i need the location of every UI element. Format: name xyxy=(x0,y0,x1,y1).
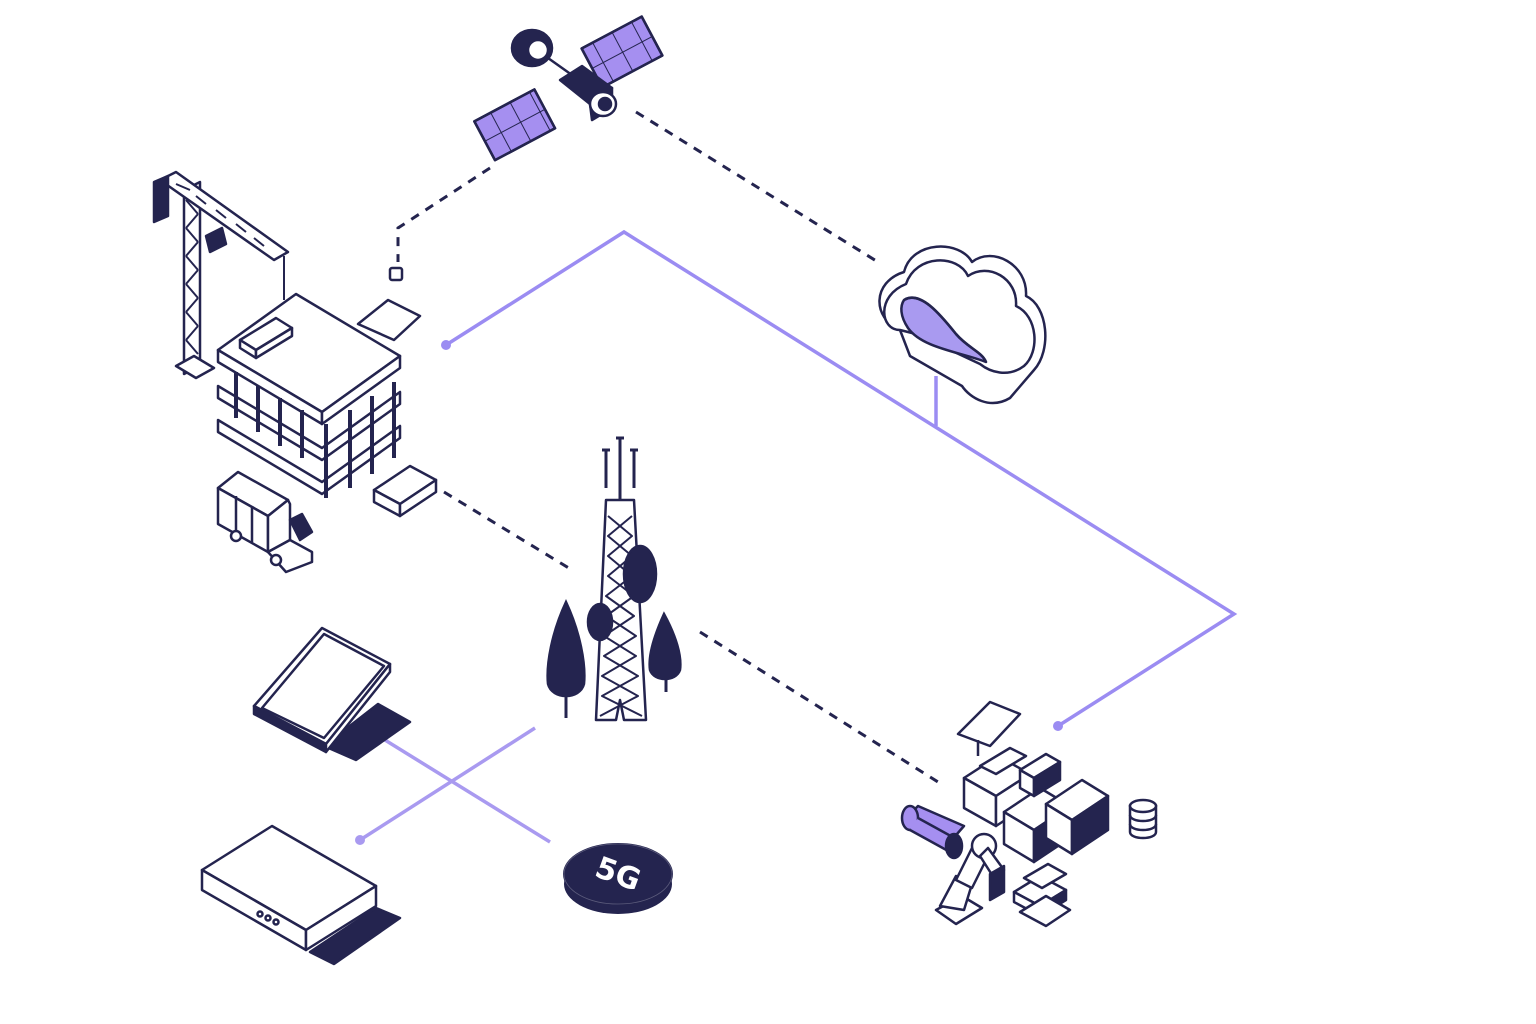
cell-tower-icon xyxy=(586,436,658,722)
tree-icon xyxy=(546,599,586,718)
construction-building-icon xyxy=(152,170,438,518)
truck-icon xyxy=(216,470,314,574)
router-icon xyxy=(200,824,402,966)
link-satellite-cloud xyxy=(635,110,879,264)
link-satellite-construction xyxy=(396,166,491,262)
link-construction-factory xyxy=(445,229,1238,728)
link-endpoint-dot xyxy=(441,340,451,350)
tree-icon xyxy=(648,611,682,692)
link-tower-router xyxy=(359,726,536,842)
cloud-icon xyxy=(878,245,1047,405)
link-tablet-5g xyxy=(371,730,551,844)
link-tower-factory xyxy=(699,630,939,784)
satellite-icon xyxy=(473,15,664,162)
5g-badge: 5G xyxy=(563,843,673,914)
link-endpoint-dot xyxy=(355,835,365,845)
factory-icon xyxy=(956,700,1110,928)
database-icon xyxy=(1128,798,1158,840)
robot-arm-icon xyxy=(900,804,1006,926)
link-endpoint-dot xyxy=(1053,721,1063,731)
link-construction-tower xyxy=(443,490,573,572)
tablet-icon xyxy=(252,626,412,762)
connections xyxy=(355,110,1238,845)
